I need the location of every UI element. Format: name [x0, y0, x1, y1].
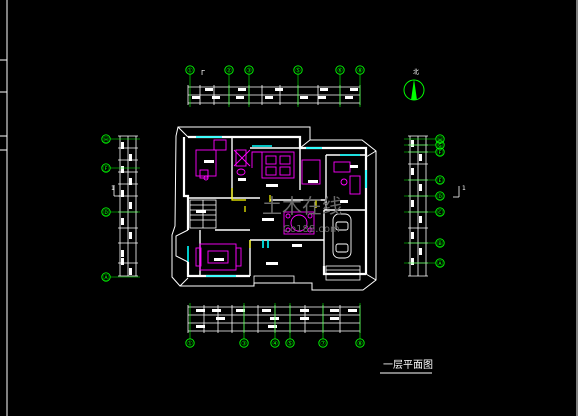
bathroom-fixtures	[233, 149, 251, 176]
right-axis-marker-4-label: Ⓓ	[437, 193, 444, 201]
watermark-subtext: Co188.com	[283, 224, 340, 235]
bottom-axis-marker-3-label: ④	[272, 340, 278, 348]
right-axis-marker-1: Ⓐ	[435, 258, 445, 268]
watermark-text: 土木在线	[262, 194, 342, 218]
left-axis-marker-6: Ⓕ	[101, 163, 111, 173]
svg-text:Г: Г	[201, 69, 205, 77]
right-axis-markers: Ⓐ Ⓑ Ⓒ Ⓓ Ⓔ ⒻⒼⒽ	[404, 134, 445, 268]
accent-trims	[231, 188, 317, 248]
bottom-axis-marker-2-label: ③	[241, 340, 247, 348]
left-axis-marker-4: Ⓓ	[101, 207, 111, 217]
right-room-fixtures	[301, 159, 361, 195]
top-dimension-chain: ① ② ③ ⑤ ⑥ ⑧ Г	[185, 65, 365, 107]
right-axis-marker-7-label: Ⓖ	[437, 142, 444, 150]
top-axis-marker-3-label: ③	[246, 67, 252, 75]
kitchen-fixtures	[251, 151, 295, 179]
section-mark-left: 1	[111, 185, 115, 192]
room-label-block	[238, 178, 246, 181]
windows	[187, 136, 367, 277]
dining-table	[283, 211, 315, 235]
room-label-block	[204, 160, 214, 163]
right-axis-marker-8: Ⓗ	[435, 134, 445, 144]
entrance-steps	[253, 265, 361, 284]
drawing-title-text: 一层平面图	[383, 359, 433, 371]
room-label-block	[196, 210, 206, 213]
right-axis-marker-5: Ⓔ	[435, 175, 445, 185]
bedroom-furniture	[195, 139, 227, 181]
right-axis-marker-1-label: Ⓐ	[437, 260, 444, 268]
left-axis-marker-4-label: Ⓓ	[103, 209, 110, 217]
living-room-sofa	[195, 243, 242, 271]
bay-window	[175, 229, 189, 263]
left-dimension-chain: Ⓐ Ⓓ Ⓕ Ⓗ 1	[101, 134, 140, 282]
room-label-block	[266, 184, 278, 187]
room-label-block	[350, 165, 358, 168]
bottom-axis-markers: ① ③ ④ ⑤ ⑦ ⑧	[185, 303, 365, 348]
left-axis-marker-8-label: Ⓗ	[103, 136, 110, 144]
room-label-block	[308, 180, 318, 183]
garage-car	[332, 213, 352, 259]
bottom-axis-marker-6-label: ⑧	[357, 340, 363, 348]
top-axis-markers: ① ② ③ ⑤ ⑥ ⑧	[185, 65, 365, 107]
bottom-axis-marker-4-label: ⑤	[287, 340, 293, 348]
left-axis-marker-1: Ⓐ	[101, 272, 111, 282]
right-axis-marker-5-label: Ⓔ	[437, 177, 444, 185]
north-label: 北	[413, 68, 419, 76]
left-frame-strip	[0, 0, 8, 416]
right-axis-marker-2: Ⓑ	[435, 238, 445, 248]
room-label-block	[292, 244, 302, 247]
top-axis-marker-4-label: ⑤	[295, 67, 301, 75]
right-axis-marker-3-label: Ⓒ	[437, 209, 444, 217]
right-axis-marker-8-label: Ⓗ	[437, 136, 444, 144]
room-label-blocks	[196, 160, 358, 265]
room-label-block	[214, 258, 224, 261]
right-axis-marker-6-label: Ⓕ	[437, 149, 444, 157]
left-axis-markers: Ⓐ Ⓓ Ⓕ Ⓗ	[101, 134, 140, 282]
bottom-axis-marker-1-label: ①	[187, 340, 193, 348]
roof-outline	[171, 126, 377, 291]
top-axis-marker-6-label: ⑧	[357, 67, 363, 75]
bottom-axis-marker-5-label: ⑦	[320, 340, 326, 348]
right-axis-marker-2-label: Ⓑ	[437, 240, 444, 248]
north-arrow: 北	[403, 68, 425, 101]
top-axis-marker-1-label: ①	[187, 67, 193, 75]
left-axis-marker-1-label: Ⓐ	[103, 274, 110, 282]
room-label-block	[266, 262, 278, 265]
left-axis-marker-8: Ⓗ	[101, 134, 111, 144]
right-axis-marker-3: Ⓒ	[435, 207, 445, 217]
section-mark-right: 1	[462, 185, 466, 192]
room-label-block	[262, 218, 274, 221]
watermark: 土木在线 Co188.com	[262, 194, 342, 235]
right-dimension-chain: Ⓐ Ⓑ Ⓒ Ⓓ Ⓔ ⒻⒼⒽ 1	[404, 134, 466, 277]
left-axis-marker-6-label: Ⓕ	[103, 165, 110, 173]
right-axis-marker-4: Ⓓ	[435, 191, 445, 201]
room-label-block	[340, 200, 348, 203]
top-axis-marker-2-label: ②	[226, 67, 232, 75]
drawing-title: 一层平面图	[380, 359, 433, 374]
bottom-dimension-chain: ① ③ ④ ⑤ ⑦ ⑧	[185, 303, 365, 348]
top-axis-marker-5-label: ⑥	[337, 67, 343, 75]
